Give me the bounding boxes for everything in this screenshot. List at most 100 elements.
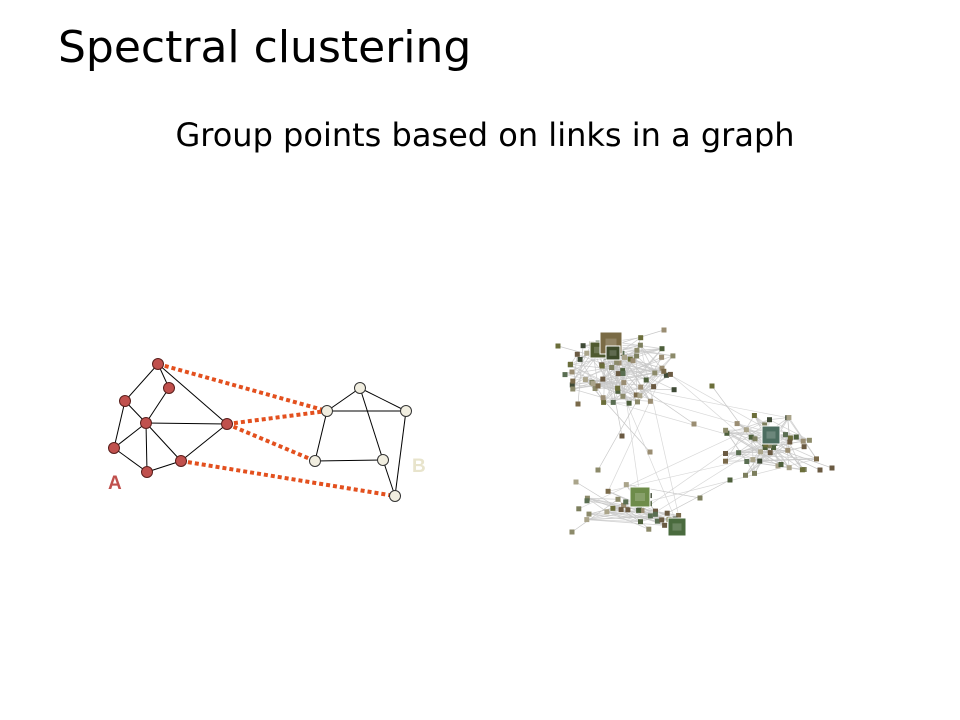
image-similarity-network — [555, 327, 835, 537]
network-image-node — [638, 519, 643, 525]
network-image-node — [799, 467, 805, 473]
network-image-thumbnail-highlight — [605, 338, 617, 348]
network-image-thumbnail-highlight — [594, 346, 602, 354]
network-image-node — [620, 393, 626, 399]
network-image-node — [661, 368, 667, 374]
network-edge — [606, 511, 641, 523]
network-edge — [603, 346, 676, 520]
network-edge — [769, 419, 810, 441]
network-image-node — [736, 450, 742, 456]
network-image-node — [752, 470, 757, 476]
cluster-b-edge — [394, 410, 407, 497]
network-image-node — [778, 462, 784, 467]
network-edge — [608, 446, 805, 492]
network-image-node — [723, 458, 728, 464]
network-image-node — [633, 392, 639, 398]
network-image-node — [762, 422, 768, 428]
network-image-node — [743, 472, 748, 478]
network-image-node — [743, 427, 749, 433]
cluster-b-node — [309, 455, 321, 467]
cluster-b-nodes — [309, 382, 412, 502]
network-image-node — [724, 430, 730, 436]
network-image-node — [793, 434, 799, 440]
network-image-node — [577, 356, 583, 362]
network-image-node — [653, 508, 658, 514]
network-image-node — [647, 513, 653, 519]
network-image-node — [569, 529, 575, 535]
network-image-node — [615, 371, 621, 377]
network-image-node — [635, 399, 640, 405]
network-image-node — [615, 496, 621, 502]
network-image-node — [787, 435, 793, 441]
network-edge — [639, 355, 674, 396]
network-image-node — [620, 371, 626, 376]
network-image-node — [627, 356, 633, 362]
network-image-node — [727, 477, 733, 483]
cut-edge — [180, 459, 396, 498]
network-edge — [586, 519, 665, 526]
network-image-node — [661, 327, 667, 333]
network-image-node — [751, 413, 757, 418]
network-image-node — [599, 363, 605, 369]
network-edge — [606, 357, 623, 437]
network-image-thumbnail — [761, 425, 781, 445]
network-image-node — [621, 502, 627, 508]
network-image-node — [569, 369, 575, 375]
cluster-a-node — [152, 358, 164, 370]
network-image-node — [634, 347, 640, 353]
network-image-node — [570, 386, 576, 392]
network-image-node — [580, 343, 586, 349]
network-image-node — [767, 417, 772, 423]
network-image-node — [652, 511, 658, 517]
cluster-a-edge — [113, 400, 126, 449]
network-image-node — [586, 511, 592, 517]
cluster-b-edges — [314, 387, 407, 497]
network-image-node — [614, 359, 620, 365]
network-edge — [571, 371, 618, 389]
network-image-node — [786, 415, 792, 420]
cluster-a-edge — [145, 422, 182, 462]
network-edge — [603, 397, 651, 402]
cut-edge — [226, 409, 328, 426]
cluster-a-edge — [124, 363, 159, 402]
network-image-node — [767, 450, 773, 456]
network-image-node — [621, 380, 627, 386]
network-image-node — [801, 444, 807, 450]
network-image-node — [691, 421, 697, 427]
network-image-node — [750, 457, 756, 463]
network-edge — [571, 499, 619, 533]
network-edge — [725, 429, 833, 469]
cluster-a-node — [221, 418, 233, 430]
network-edge — [640, 345, 679, 516]
network-image-node — [800, 438, 806, 444]
network-image-node — [659, 365, 665, 371]
network-image-node — [584, 498, 590, 504]
cluster-a-node — [108, 442, 120, 454]
network-edge — [640, 386, 695, 425]
network-edge — [572, 372, 655, 390]
network-edge — [572, 388, 604, 399]
cluster-a-edge — [145, 387, 170, 424]
network-edge — [597, 357, 662, 471]
network-edge — [585, 379, 651, 453]
network-image-node — [638, 335, 644, 341]
network-edge — [586, 515, 651, 520]
cluster-b-edge — [359, 387, 384, 461]
cluster-a-node — [175, 455, 187, 467]
cluster-b-node — [354, 382, 366, 394]
network-image-node — [786, 465, 792, 471]
cluster-a-edges — [113, 363, 228, 473]
network-image-node — [767, 443, 772, 449]
network-edge — [603, 402, 630, 404]
network-image-node — [652, 370, 658, 376]
cut-edge — [226, 422, 316, 463]
cluster-b-edge — [326, 387, 361, 412]
network-image-node — [584, 495, 590, 501]
network-edge — [640, 344, 663, 369]
network-image-node — [771, 445, 776, 450]
network-image-node — [584, 517, 590, 523]
network-edge — [572, 372, 655, 386]
network-edge — [586, 509, 622, 520]
network-image-node — [723, 451, 728, 456]
cluster-b-node — [400, 405, 412, 417]
